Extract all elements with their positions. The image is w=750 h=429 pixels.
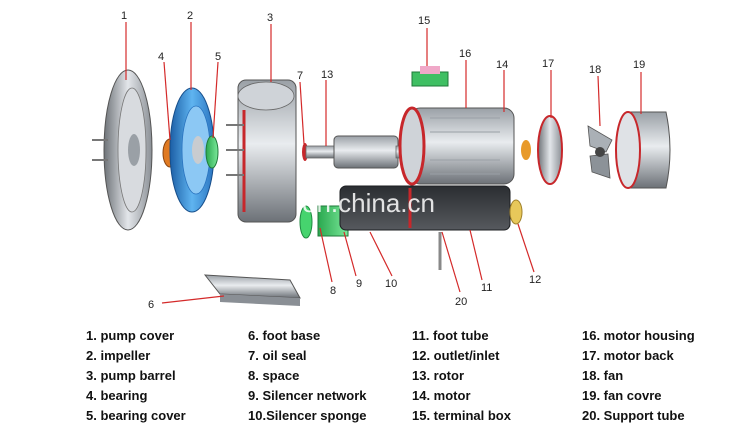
legend-item-16: 16. motor housing <box>582 328 695 343</box>
parts-legend: 1. pump cover 2. impeller 3. pump barrel… <box>0 326 750 426</box>
legend-column-1: 1. pump cover 2. impeller 3. pump barrel… <box>86 326 186 426</box>
part-number-14: 14 <box>496 59 508 71</box>
legend-column-4: 16. motor housing 17. motor back 18. fan… <box>582 326 695 426</box>
impeller-part <box>169 87 215 213</box>
legend-column-2: 6. foot base 7. oil seal 8. space 9. Sil… <box>248 326 367 426</box>
part-number-18: 18 <box>589 64 601 76</box>
part-number-17: 17 <box>542 58 554 70</box>
motor-back-part <box>521 115 563 185</box>
legend-item-17: 17. motor back <box>582 348 674 363</box>
part-number-16: 16 <box>459 48 471 60</box>
legend-item-19: 19. fan covre <box>582 388 662 403</box>
rotor-part <box>305 135 415 169</box>
part-number-20: 20 <box>455 296 467 308</box>
outlet-inlet-part <box>509 199 523 225</box>
watermark-text: en.china.cn <box>302 188 435 218</box>
legend-item-6: 6. foot base <box>248 328 321 343</box>
legend-item-15: 15. terminal box <box>412 408 511 423</box>
fan-cover-part <box>615 111 671 189</box>
part-number-11: 11 <box>481 282 492 294</box>
pump-barrel-part <box>226 79 297 223</box>
legend-item-18: 18. fan <box>582 368 624 383</box>
pump-cover-part <box>92 69 153 231</box>
blower-exploded-diagram: en.china.cn 1 2 3 4 5 6 7 8 9 10 11 <box>92 10 671 311</box>
part-number-7: 7 <box>297 70 303 82</box>
leader-lines <box>125 22 642 304</box>
legend-column-3: 11. foot tube 12. outlet/inlet 13. rotor… <box>412 326 511 426</box>
foot-base-part <box>203 274 301 306</box>
legend-item-3: 3. pump barrel <box>86 368 176 383</box>
part-number-19: 19 <box>633 59 645 71</box>
motor-part <box>398 106 515 186</box>
part-number-5: 5 <box>215 51 221 63</box>
part-number-9: 9 <box>356 278 362 290</box>
foot-tube-part <box>339 185 511 231</box>
part-number-6: 6 <box>148 299 154 311</box>
part-numbers: 1 2 3 4 5 6 7 8 9 10 11 12 13 14 15 16 1… <box>121 10 645 311</box>
part-number-2: 2 <box>187 10 193 22</box>
part-number-10: 10 <box>385 278 397 290</box>
legend-item-12: 12. outlet/inlet <box>412 348 500 363</box>
space-part <box>299 205 313 239</box>
part-number-3: 3 <box>267 12 273 24</box>
terminal-box-part <box>411 66 449 87</box>
legend-item-8: 8. space <box>248 368 300 383</box>
legend-item-7: 7. oil seal <box>248 348 307 363</box>
part-number-12: 12 <box>529 274 541 286</box>
part-number-8: 8 <box>330 285 336 297</box>
legend-item-13: 13. rotor <box>412 368 465 383</box>
legend-item-4: 4. bearing <box>86 388 148 403</box>
part-number-15: 15 <box>418 15 430 27</box>
bearing-cover-part <box>205 135 219 169</box>
legend-item-11: 11. foot tube <box>412 328 489 343</box>
legend-item-20: 20. Support tube <box>582 408 685 423</box>
legend-item-14: 14. motor <box>412 388 471 403</box>
legend-item-5: 5. bearing cover <box>86 408 186 423</box>
legend-item-9: 9. Silencer network <box>248 388 367 403</box>
legend-item-10: 10.Silencer sponge <box>248 408 367 423</box>
legend-item-1: 1. pump cover <box>86 328 175 343</box>
part-number-4: 4 <box>158 51 164 63</box>
fan-part <box>587 125 613 179</box>
part-number-1: 1 <box>121 10 127 22</box>
legend-item-2: 2. impeller <box>86 348 151 363</box>
part-number-13: 13 <box>321 69 333 81</box>
